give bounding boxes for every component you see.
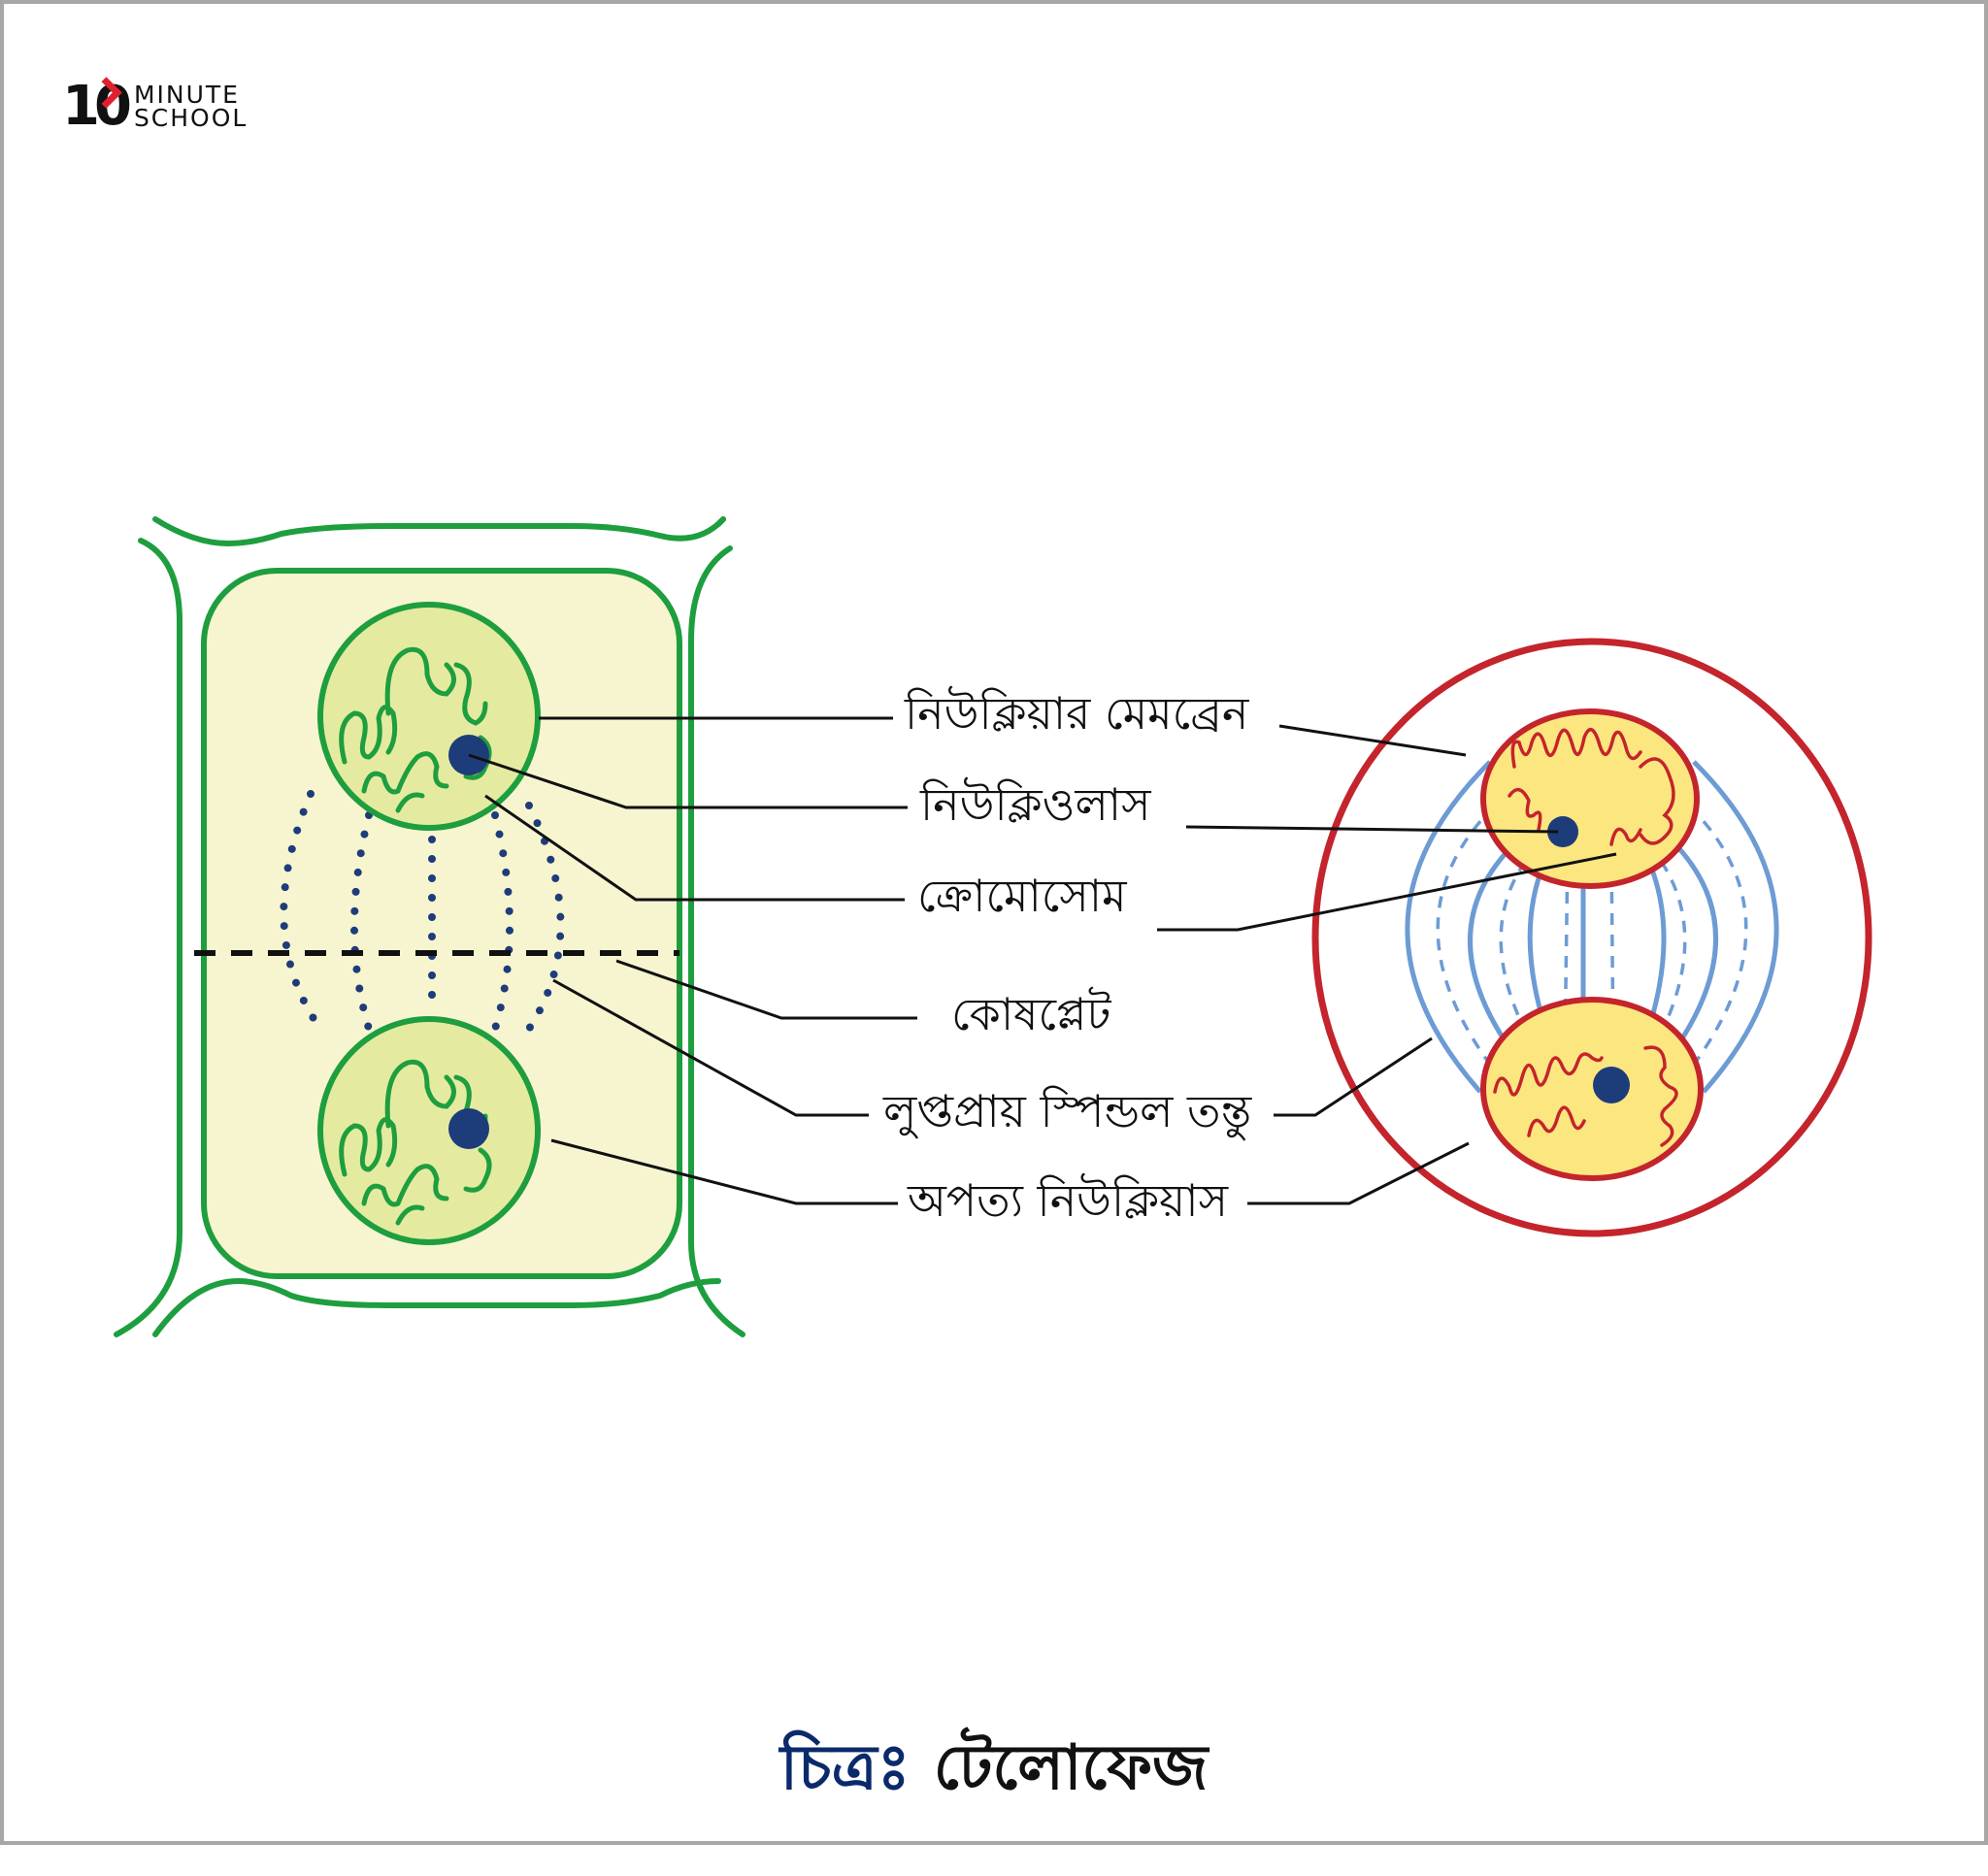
plant-nucleus-top [317, 602, 541, 831]
animal-nucleolus-bottom [1593, 1067, 1630, 1103]
leader-daughter-nucleus-left [550, 1138, 898, 1205]
leader-nuclear-membrane-right [1278, 724, 1467, 757]
cell-wall-right [688, 545, 746, 1337]
caption-prefix: চিত্রঃ [779, 1732, 911, 1804]
logo-line-school: SCHOOL [133, 104, 248, 132]
figure-caption: চিত্রঃটেলোফেজ [0, 1737, 1988, 1799]
leader-chromosome-left [484, 794, 905, 902]
cell-membrane [1311, 638, 1872, 1237]
plant-cell [114, 516, 746, 1337]
caption-title: টেলোফেজ [933, 1732, 1209, 1804]
leader-spindle-left [552, 978, 869, 1117]
label-nucleolus: নিউক্লিওলাস [920, 778, 1151, 831]
animal-nucleus-bottom [1480, 997, 1704, 1181]
logo-line-minute: MINUTE [133, 81, 240, 109]
label-chromosome: ক্রোমোসোম [917, 870, 1127, 922]
vanishing-spindle-dots [280, 790, 565, 1033]
leader-spindle-right [1274, 1037, 1433, 1117]
leader-chromosome-right [1157, 852, 1617, 932]
label-cell-plate: কোষপ্লেট [951, 988, 1111, 1040]
leader-nucleolus-left [468, 753, 908, 809]
animal-cell [1311, 638, 1872, 1237]
nucleolus-bottom [448, 1108, 489, 1149]
cell-wall-bottom [152, 1277, 721, 1337]
label-daughter-nucleus: অপত্য নিউক্লিয়াস [908, 1174, 1228, 1227]
animal-nucleolus-top [1547, 816, 1578, 847]
label-spindle-fibre: লুপ্তপ্রায় স্পিন্ডল তন্তু [883, 1085, 1252, 1137]
logo-number: 10 [62, 75, 132, 138]
cell-wall-top [152, 516, 726, 547]
cell-wall-left [114, 538, 182, 1337]
animal-nucleus-top [1480, 708, 1700, 889]
cell-wall-top-right [715, 516, 726, 527]
label-nuclear-membrane: নিউক্লিয়ার মেমব্রেন [905, 687, 1249, 740]
leader-daughter-nucleus-right [1247, 1141, 1470, 1205]
10-minute-school-logo: 10 MINUTE SCHOOL [62, 75, 248, 138]
logo-wordmark: MINUTE SCHOOL [133, 81, 248, 132]
leader-cell-plate [615, 959, 917, 1020]
leader-nucleolus-right [1185, 825, 1559, 834]
plant-nucleus-bottom [317, 1016, 541, 1245]
leader-lines [468, 716, 1617, 1205]
